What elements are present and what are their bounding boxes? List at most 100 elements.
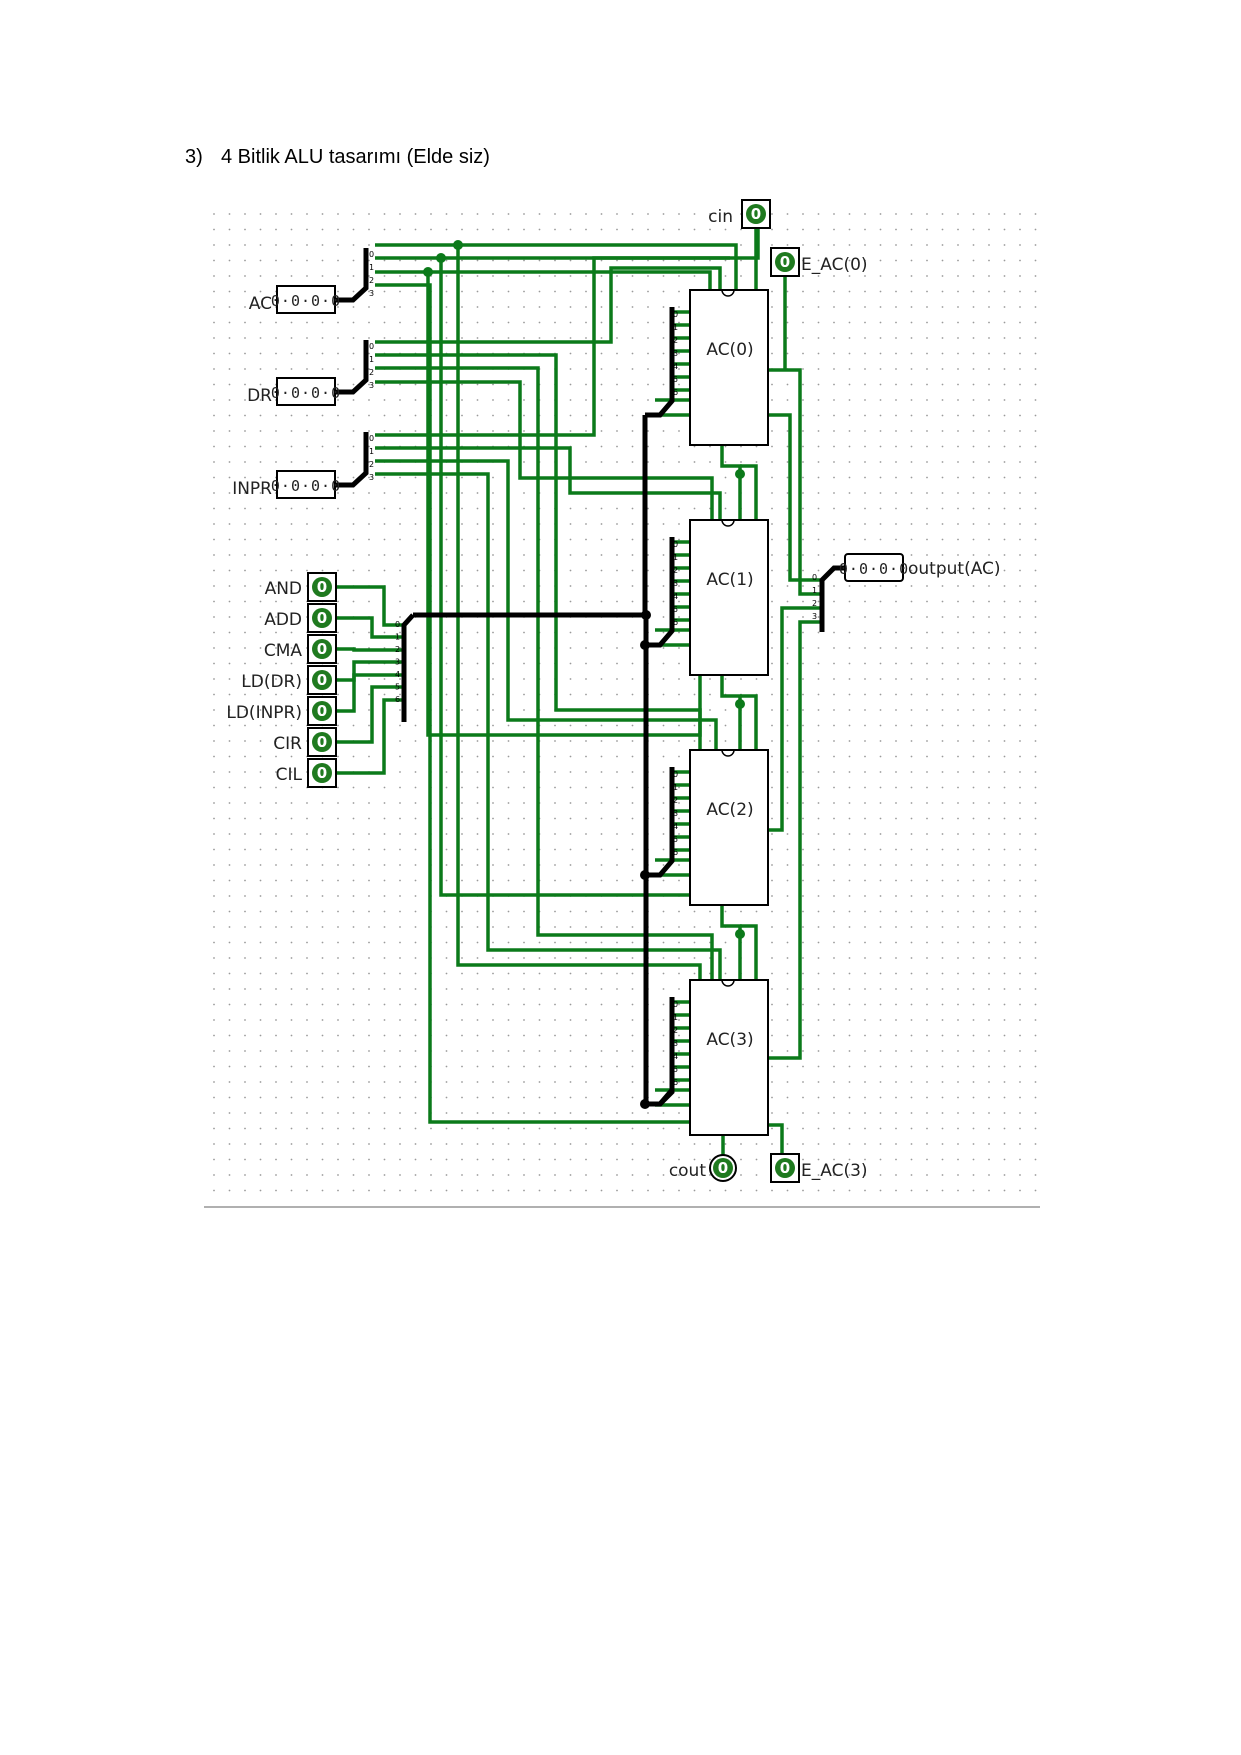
control-label-cil: CIL: [276, 765, 303, 785]
e-ac3-pin[interactable]: 0 E_AC(3): [770, 1153, 868, 1183]
clock-notch-icon: [721, 979, 735, 987]
control-value-cir: 0: [317, 733, 327, 751]
output-register-box: [844, 553, 904, 582]
cout-label: cout: [669, 1161, 707, 1181]
e-ac3-label: E_AC(3): [801, 1161, 868, 1181]
heading-text: 4 Bitlik ALU tasarımı (Elde siz): [221, 146, 490, 168]
alu-block-box-ac1[interactable]: [689, 519, 769, 676]
alu-block-label-ac0: AC(0): [706, 340, 753, 360]
splitter-bit-dr: 3: [369, 381, 374, 390]
control-value-and: 0: [317, 578, 327, 596]
block-splitter-bus: [645, 767, 675, 878]
block-splitter-bit: 2: [673, 566, 678, 575]
register-value-ac: 0·0·0·0: [271, 292, 341, 310]
control-wire: [336, 647, 402, 652]
cin-label: cin: [708, 207, 733, 227]
block-splitter-bit: 1: [673, 1013, 678, 1022]
block-splitter-bit: 5: [673, 375, 678, 384]
block-splitter-bit: 6: [673, 848, 678, 857]
wire-ac-bit2: [375, 270, 712, 290]
block-splitter-bit: 1: [673, 323, 678, 332]
control-led-and: [312, 577, 332, 597]
alu-block-box-ac3[interactable]: [689, 979, 769, 1136]
alu-block-label-ac3: AC(3): [706, 1030, 753, 1050]
wire-inpr-bit2: [375, 459, 718, 750]
control-wire: [336, 673, 402, 713]
cout-pin-led: [713, 1158, 733, 1178]
control-splitter-bit: 0: [395, 620, 400, 629]
bus-junction-dot: [640, 640, 650, 650]
register-box-dr[interactable]: [276, 377, 336, 406]
alu-block-ac3[interactable]: AC(3): [689, 979, 769, 1136]
control-splitter-bit: 6: [395, 695, 400, 704]
clock-notch-icon: [721, 519, 735, 527]
bus-junction-dot: [640, 1099, 650, 1109]
block-splitter-bit: 4: [673, 592, 678, 601]
wire-inpr-bit1: [375, 446, 722, 520]
register-box-inpr[interactable]: [276, 470, 336, 499]
block-splitter-bit: 0: [673, 770, 678, 779]
block-splitter-bit: 2: [673, 336, 678, 345]
splitter-bit-dr: 1: [369, 355, 374, 364]
junction-dot: [735, 469, 745, 479]
splitter-bit-ac: 3: [369, 289, 374, 298]
control-wire: [336, 698, 402, 775]
register-box-ac[interactable]: [276, 285, 336, 314]
wire-ac-bit0: [375, 243, 738, 290]
register-value-dr: 0·0·0·0: [271, 384, 341, 402]
alu-block-box-ac0[interactable]: [689, 289, 769, 446]
control-splitter-bit: 4: [395, 670, 400, 679]
output-splitter-bus: [819, 565, 852, 632]
block-splitter-bit: 4: [673, 362, 678, 371]
control-wire: [336, 660, 402, 682]
alu-block-box-ac2[interactable]: [689, 749, 769, 906]
block-splitter-bit: 2: [673, 1026, 678, 1035]
junction-dot: [735, 929, 745, 939]
splitter-bit-inpr: 3: [369, 473, 374, 482]
splitter-bus-dr: [335, 340, 369, 395]
alu-block-label-ac1: AC(1): [706, 570, 753, 590]
wire-ac-tap0: [456, 245, 702, 980]
e-ac3-pin-value: 0: [780, 1159, 790, 1177]
wire-inpr-bit0: [375, 256, 730, 437]
alu-block-ac1[interactable]: AC(1): [689, 519, 769, 676]
splitter-bit-ac: 2: [369, 276, 374, 285]
splitter-bit-inpr: 1: [369, 447, 374, 456]
carry-chain-wire: [720, 675, 742, 750]
block-splitter-bit: 6: [673, 1078, 678, 1087]
control-value-cma: 0: [317, 640, 327, 658]
splitter-bit-ac: 0: [369, 250, 374, 259]
junction-dot: [735, 699, 745, 709]
block-splitter-bit: 0: [673, 540, 678, 549]
control-lddr[interactable]: 0LD(DR): [241, 665, 337, 695]
clock-notch-icon: [721, 749, 735, 757]
alu-block-label-ac2: AC(2): [706, 800, 753, 820]
splitter-bus-ac: [335, 248, 369, 303]
grid-background: [205, 205, 1040, 1203]
splitter-bus-inpr: [335, 432, 369, 488]
alu-block-ac2[interactable]: AC(2): [689, 749, 769, 906]
block-splitter-bit: 3: [673, 1039, 678, 1048]
control-led-lddr: [312, 670, 332, 690]
control-wire: [336, 616, 402, 639]
carry-chain-wire: [740, 694, 758, 750]
control-ldinpr[interactable]: 0LD(INPR): [226, 696, 337, 726]
control-wire: [336, 685, 402, 744]
block-splitter-bit: 3: [673, 349, 678, 358]
wire-dr-bit0: [375, 266, 722, 344]
carry-chain-wire: [740, 464, 758, 520]
block-splitter-bit: 1: [673, 553, 678, 562]
wire-out-bit0: [768, 413, 820, 582]
alu-block-ac0[interactable]: AC(0): [689, 289, 769, 446]
